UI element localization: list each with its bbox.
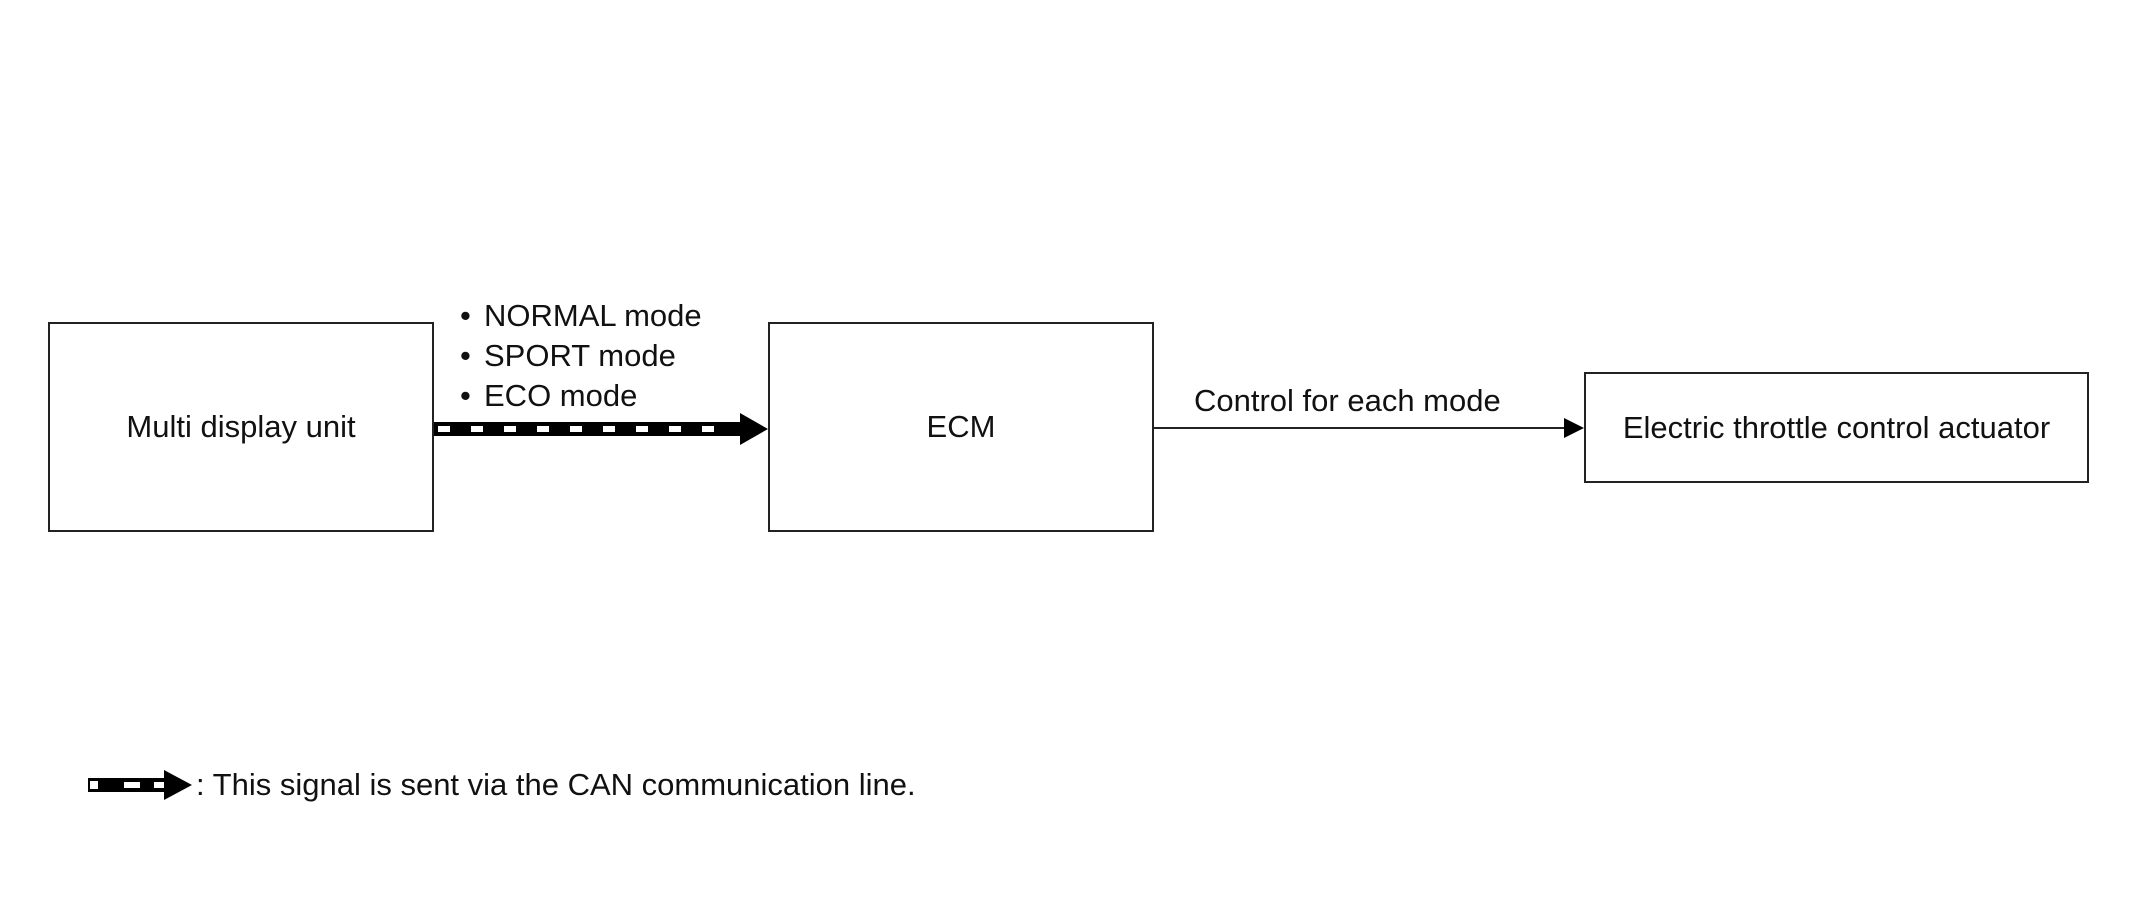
- throttle-actuator-box: Electric throttle control actuator: [1584, 372, 2089, 483]
- can-signal-arrow: [434, 413, 768, 445]
- signal-list: NORMAL mode SPORT mode ECO mode: [460, 296, 702, 416]
- legend-text: : This signal is sent via the CAN commun…: [196, 767, 916, 802]
- multi-display-unit-label: Multi display unit: [126, 409, 356, 444]
- legend: : This signal is sent via the CAN commun…: [88, 765, 916, 805]
- ecm-label: ECM: [926, 409, 996, 444]
- signal-normal-mode: NORMAL mode: [460, 296, 702, 336]
- ecm-box: ECM: [768, 322, 1154, 532]
- can-line-legend-icon: [88, 770, 192, 800]
- control-label: Control for each mode: [1194, 383, 1501, 418]
- control-signal-arrow: [1154, 418, 1584, 438]
- multi-display-unit-box: Multi display unit: [48, 322, 434, 532]
- signal-sport-mode: SPORT mode: [460, 336, 702, 376]
- throttle-actuator-label: Electric throttle control actuator: [1622, 409, 2051, 445]
- signal-eco-mode: ECO mode: [460, 376, 702, 416]
